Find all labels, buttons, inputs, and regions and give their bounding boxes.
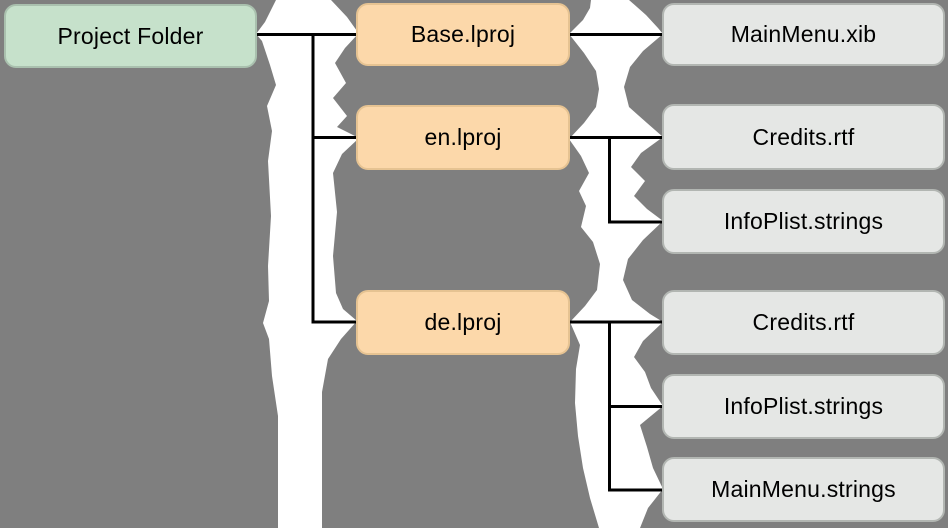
node-de-lproj: de.lproj [356,290,570,355]
node-de-infoplist-strings: InfoPlist.strings [662,374,945,439]
torn-strip-right [569,0,663,528]
node-de-mainmenu-strings: MainMenu.strings [662,457,945,522]
node-en-credits-rtf: Credits.rtf [662,104,945,170]
node-en-infoplist-strings: InfoPlist.strings [662,189,945,254]
node-base-lproj: Base.lproj [356,3,570,66]
node-de-credits-rtf: Credits.rtf [662,290,945,355]
node-project-folder: Project Folder [4,4,257,68]
torn-strip-left [256,0,358,528]
node-mainmenu-xib: MainMenu.xib [662,3,945,66]
node-en-lproj: en.lproj [356,105,570,170]
